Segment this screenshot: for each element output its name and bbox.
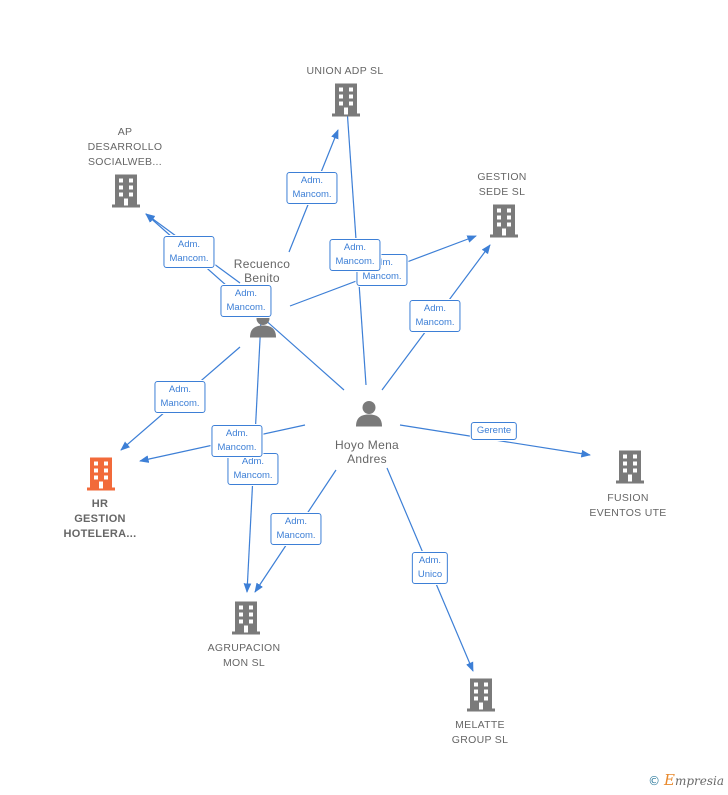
building-icon (330, 82, 362, 123)
relation-badge[interactable]: Adm. Mancom. (154, 381, 206, 413)
building-icon (614, 449, 646, 490)
node-label: UNION ADP SL (306, 65, 384, 77)
node-label: MELATTE GROUP SL (451, 719, 509, 746)
building-icon (230, 600, 262, 641)
node-label: GESTION SEDE SL (477, 171, 527, 198)
relation-badge[interactable]: Adm. Mancom. (220, 285, 272, 317)
relation-badge[interactable]: Adm. Mancom. (211, 425, 263, 457)
node-label: FUSION EVENTOS UTE (589, 492, 667, 519)
relation-badge[interactable]: Adm. Mancom. (270, 513, 322, 545)
relation-badge[interactable]: Adm. Unico (411, 552, 449, 584)
building-icon (488, 203, 520, 244)
building-icon (85, 456, 117, 497)
brand-initial: E (663, 771, 675, 789)
node-label: AP DESARROLLO SOCIALWEB... (87, 126, 163, 168)
relation-badge[interactable]: Gerente (470, 422, 518, 440)
node-label: HR GESTION HOTELERA... (63, 498, 137, 540)
relation-badge[interactable]: Adm. Mancom. (329, 239, 381, 271)
building-icon (110, 173, 142, 214)
node-label: Hoyo Mena Andres (334, 438, 400, 466)
brand-name: mpresia (674, 774, 724, 788)
relation-edge (399, 424, 591, 458)
relation-badge[interactable]: Adm. Mancom. (409, 300, 461, 332)
relation-badge[interactable]: Adm. Mancom. (163, 236, 215, 268)
person-icon (354, 400, 384, 433)
node-label: AGRUPACION MON SL (207, 642, 281, 669)
empresia-credit: © Empresia (648, 771, 724, 789)
relation-badge[interactable]: Adm. Mancom. (227, 453, 279, 485)
relation-badge[interactable]: Adm. Mancom. (286, 172, 338, 204)
node-label: Recuenco Benito (233, 257, 291, 285)
copyright-icon: © (648, 774, 661, 788)
building-icon (465, 677, 497, 718)
